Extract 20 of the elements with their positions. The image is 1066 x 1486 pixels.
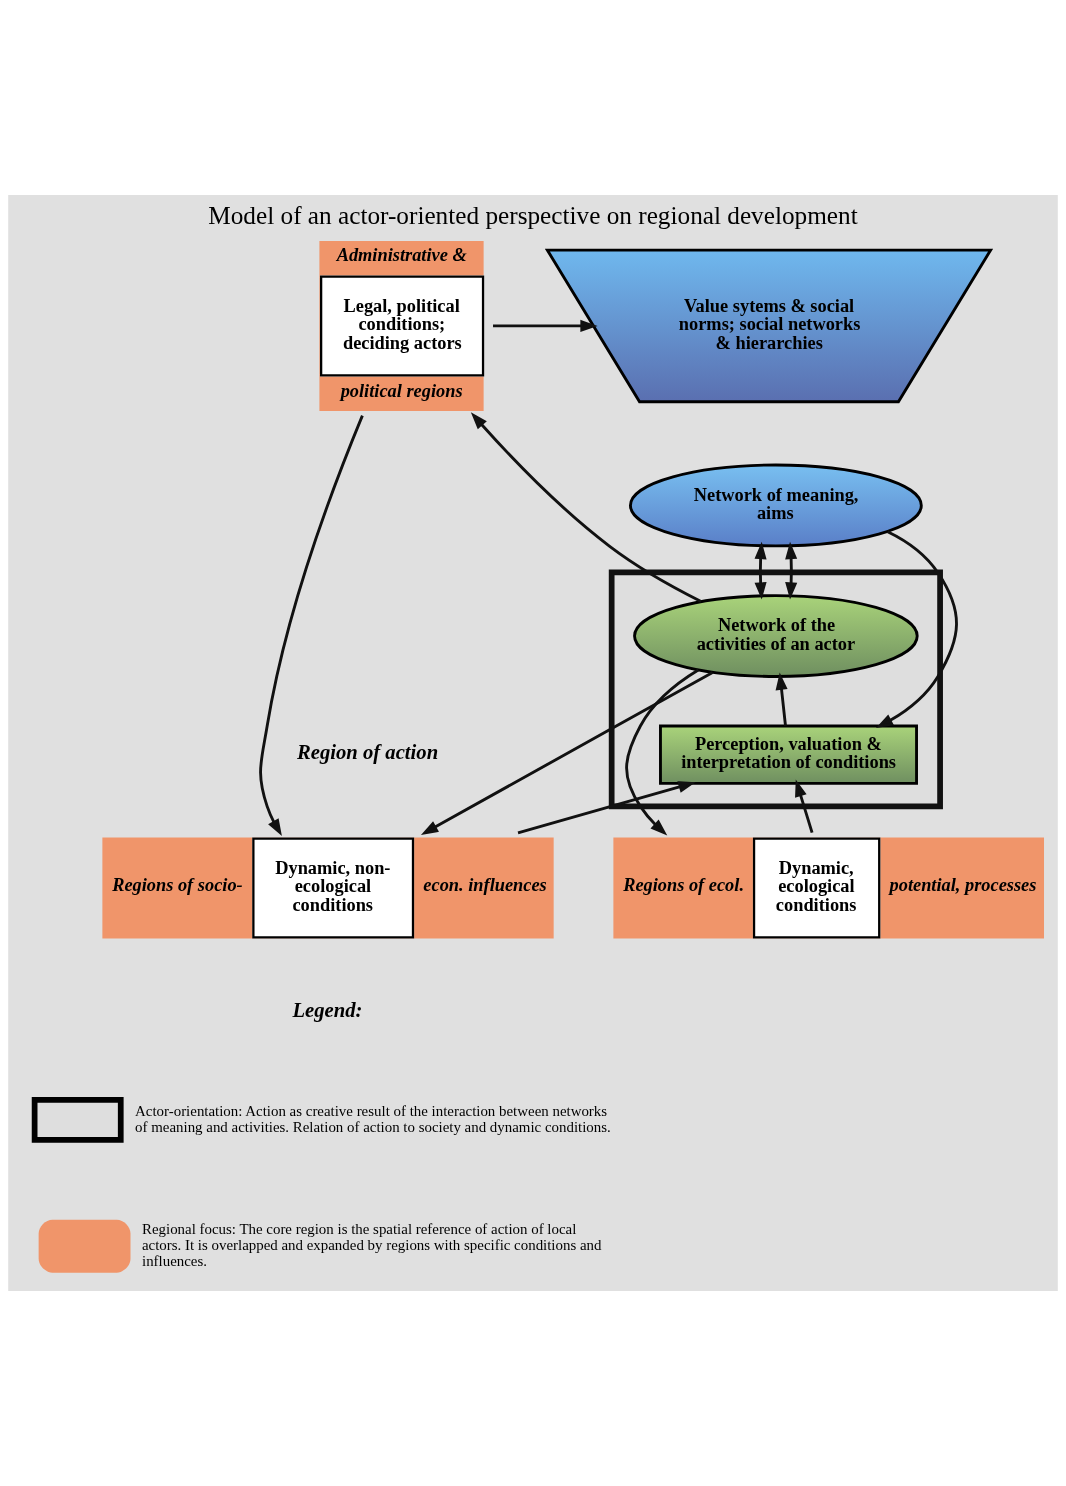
arrow	[625, 668, 700, 836]
arrow	[493, 319, 598, 332]
cluster	[608, 569, 943, 810]
node-ellipse: Network of the activities of an actor	[633, 594, 919, 678]
arrow	[754, 541, 767, 600]
arrow	[517, 781, 696, 835]
node-box: Perception, valuation & interpretation of conditions	[659, 724, 918, 785]
arrow	[785, 541, 798, 600]
arrow	[259, 415, 364, 837]
legend-label: Actor-orientation: Action as creative result of the interaction between networks of meaning and activities. Relation of action to society and dynamic conditions.	[135, 1102, 611, 1135]
diagram-title: Model of an actor-oriented perspective on regional development	[208, 201, 858, 230]
arrow	[470, 412, 702, 603]
arrow	[875, 530, 958, 729]
arrow	[795, 779, 814, 834]
legend-label: Regional focus: The core region is the spatial reference of action of local actors. It is overlapped and expanded by regions with specific conditions and influences.	[141, 1221, 602, 1270]
label: Region of action	[297, 740, 439, 763]
arrow	[775, 672, 788, 726]
node-ellipse: Network of meaning, aims	[629, 463, 923, 548]
label: Legend:	[292, 999, 363, 1022]
arrow	[420, 671, 714, 835]
